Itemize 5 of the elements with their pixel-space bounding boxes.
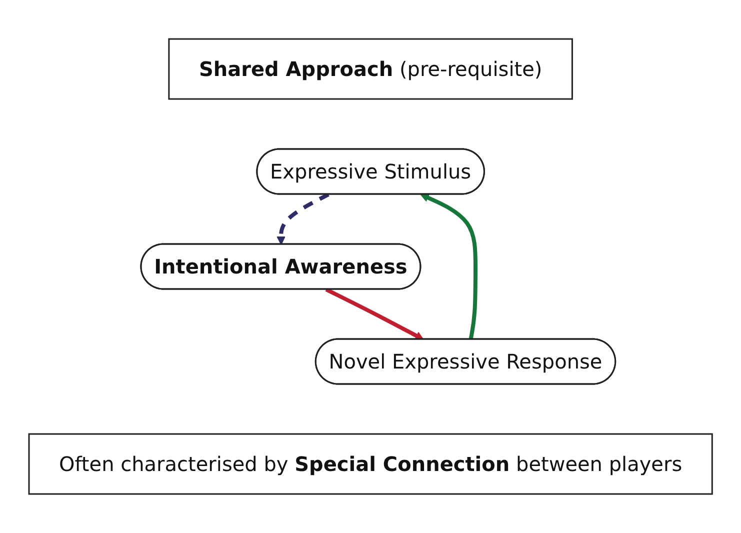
arrow [276, 192, 330, 245]
node-box: Often characterised by Special Connection between players [28, 433, 713, 495]
arrow [325, 288, 424, 340]
node-box: Shared Approach (pre-requisite) [168, 38, 573, 100]
arrow [420, 194, 478, 340]
